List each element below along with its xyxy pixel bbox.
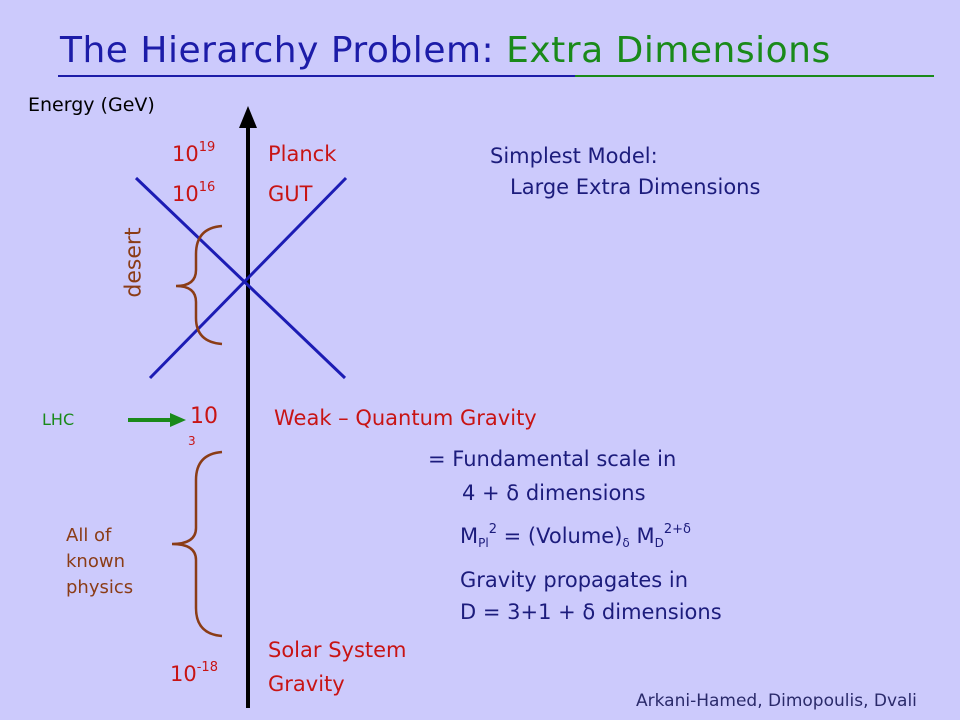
solar-label-line1: Solar System xyxy=(268,638,407,662)
solar-exp: -18 xyxy=(196,660,218,675)
lhc-arrow-head xyxy=(170,413,186,427)
formula-exp: 2+δ xyxy=(663,522,691,537)
note-gravity-propagates: Gravity propagates in xyxy=(460,568,689,592)
known-physics-label: All of known physics xyxy=(66,525,134,598)
gut-exp: 16 xyxy=(198,180,216,195)
desert-label: desert xyxy=(121,227,147,298)
formula-sq: 2 xyxy=(488,522,497,537)
title-underline xyxy=(58,75,934,77)
note-d-dimensions: D = 3+1 + δ dimensions xyxy=(460,600,722,624)
model-title: Simplest Model: xyxy=(490,144,658,168)
formula-mid: = (Volume) xyxy=(496,524,623,548)
weak-label: Weak – Quantum Gravity xyxy=(274,406,537,430)
energy-axis-arrowhead xyxy=(239,106,257,128)
planck-exp: 19 xyxy=(198,140,216,155)
note-dimensions: 4 + δ dimensions xyxy=(462,481,646,505)
known-physics-brace xyxy=(171,450,223,638)
title-underline-green xyxy=(575,75,934,77)
solar-scale-value: 10-18 xyxy=(170,660,218,686)
note-fundamental-scale: = Fundamental scale in xyxy=(428,447,677,471)
title-part2: Extra Dimensions xyxy=(506,30,831,71)
desert-brace xyxy=(175,224,223,346)
model-subtitle: Large Extra Dimensions xyxy=(510,175,761,199)
formula-md: M xyxy=(629,524,655,548)
gut-label: GUT xyxy=(268,182,313,206)
page-title: The Hierarchy Problem: Extra Dimensions xyxy=(60,30,831,71)
solar-base: 10 xyxy=(170,662,197,686)
coupling-line-2 xyxy=(148,176,348,380)
weak-scale-base: 10 xyxy=(190,404,218,429)
formula-m: M xyxy=(460,524,479,548)
gut-scale-value: 1016 xyxy=(172,180,216,206)
solar-label-line2: Gravity xyxy=(268,672,345,696)
planck-label: Planck xyxy=(268,142,337,166)
credit-text: Arkani-Hamed, Dimopoulis, Dvali xyxy=(636,691,917,711)
planck-scale-value: 1019 xyxy=(172,140,216,166)
title-part1: The Hierarchy Problem: xyxy=(60,30,495,71)
formula-pl: Pl xyxy=(478,536,489,550)
weak-scale-exp: 3 xyxy=(188,434,196,448)
gut-base: 10 xyxy=(172,182,199,206)
axis-label: Energy (GeV) xyxy=(28,94,155,116)
formula-mpl: MPl2 = (Volume)δ MD2+δ xyxy=(460,522,691,550)
coupling-line-1 xyxy=(134,176,347,380)
lhc-label: LHC xyxy=(42,410,75,429)
formula-d: D xyxy=(654,536,664,550)
formula-delta: δ xyxy=(622,536,630,550)
planck-base: 10 xyxy=(172,142,199,166)
